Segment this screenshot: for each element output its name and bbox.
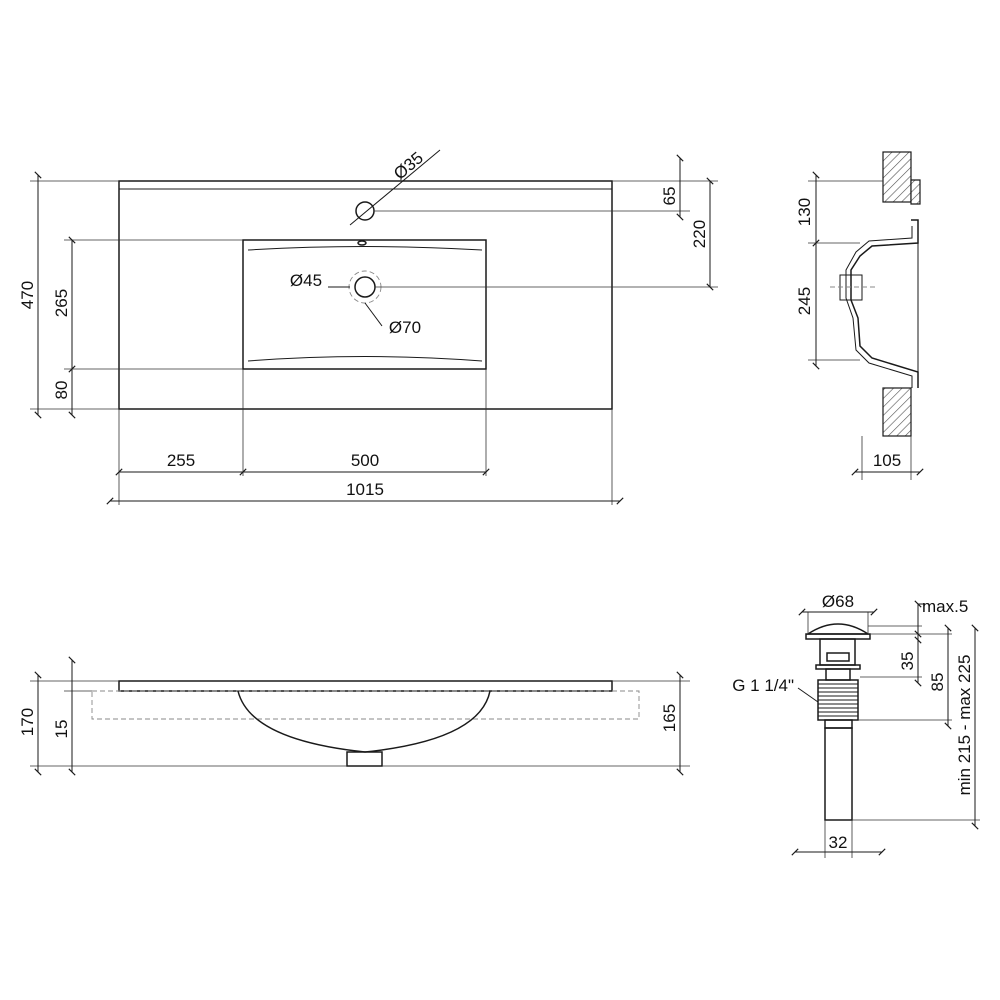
dim-cap-height: 35 <box>898 652 917 671</box>
dim-cap-rise: max.5 <box>922 597 968 616</box>
dim-tap-hole-dia: Ø35 <box>390 148 427 183</box>
dim-basin-depth: 265 <box>52 289 71 317</box>
thread-lines <box>818 683 858 717</box>
dim-thickness: 105 <box>873 451 901 470</box>
countertop-front <box>118 680 613 692</box>
bowl-front-profile <box>237 690 491 753</box>
countertop-outline <box>118 180 613 410</box>
overflow-hole <box>357 240 367 246</box>
basin-back-curve <box>247 246 483 251</box>
top-view: 255 500 1015 470 265 80 65 220 Ø35 Ø45 Ø… <box>18 148 718 505</box>
basin-outline <box>242 239 487 370</box>
dim-cap-dia: Ø68 <box>822 592 854 611</box>
drain-stub <box>346 751 383 767</box>
dim-drain-dia: Ø45 <box>290 271 322 290</box>
dim-top-depth: 130 <box>795 198 814 226</box>
side-section: 130 245 105 <box>795 151 924 480</box>
drain-valve: Ø68 max.5 35 85 min 215 - max 225 G 1 1/… <box>732 592 980 858</box>
drain-hole <box>354 276 376 298</box>
dim-body-height: 85 <box>928 673 947 692</box>
dim-tap-offset: 65 <box>660 187 679 206</box>
dim-left-offset: 255 <box>167 451 195 470</box>
wall-section-top <box>882 151 912 203</box>
valve-pipe <box>824 727 853 821</box>
dim-pipe-dia: 32 <box>829 833 848 852</box>
dim-overall-width: 1015 <box>346 480 384 499</box>
dim-slab-thickness: 15 <box>52 720 71 739</box>
dim-drain-offset: 220 <box>690 220 709 248</box>
basin-profile-outer <box>850 219 919 388</box>
cabinet-outline <box>91 690 640 720</box>
dim-overflow-dia: Ø70 <box>389 318 421 337</box>
dim-overall-depth: 470 <box>18 281 37 309</box>
dim-front-margin: 80 <box>52 381 71 400</box>
dim-bowl-depth: 245 <box>795 287 814 315</box>
dim-total-length: min 215 - max 225 <box>955 655 974 796</box>
dim-basin-width: 500 <box>351 451 379 470</box>
drain-outlet <box>839 274 863 301</box>
valve-slot <box>826 652 850 662</box>
valve-cap <box>805 623 871 635</box>
front-view: 170 15 165 <box>18 656 690 776</box>
valve-collar <box>824 719 853 729</box>
dim-right-height: 165 <box>660 704 679 732</box>
dim-overall-height: 170 <box>18 708 37 736</box>
valve-body <box>825 668 851 681</box>
wall-section-bottom <box>882 387 912 437</box>
dim-thread: G 1 1/4" <box>732 676 794 695</box>
basin-profile-inner <box>845 226 913 388</box>
basin-front-curve <box>247 356 483 362</box>
